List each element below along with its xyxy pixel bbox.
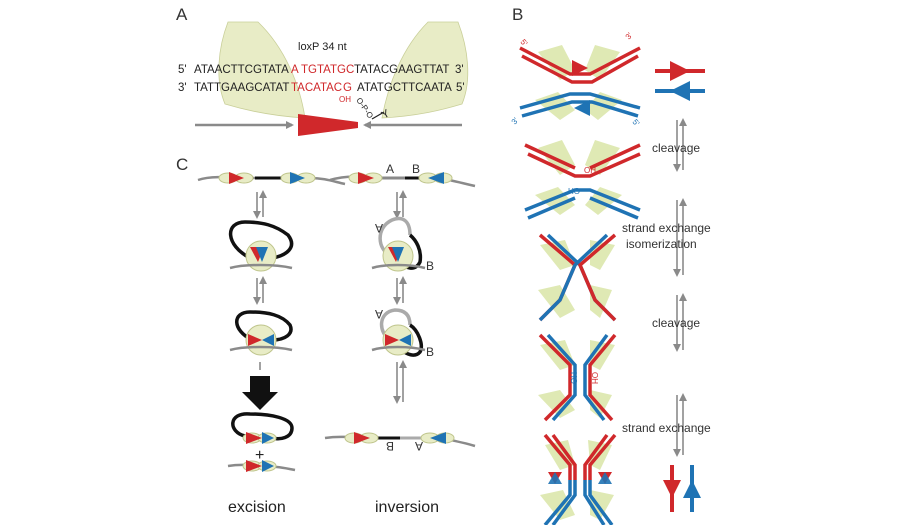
b-oh-1: OH [584,166,596,175]
panel-label-c: C [176,155,188,174]
seq-bottom-spacer-a: TACATAC [291,82,342,94]
seq-bottom-right: ATATGCTTCAATA [357,82,452,94]
b-label-5prime-2: 5' [630,118,641,129]
inversion-label-b-1: B [412,162,420,176]
recombinase-lobe-right [381,21,469,119]
b-state-5 [540,433,617,525]
inversion-product [324,432,476,448]
b-ho-2: HO [569,372,578,384]
b-step-3: isomerization [626,237,697,251]
b-label-3prime-2: 3' [510,116,521,127]
seq-bottom-5: 5' [456,82,465,94]
panel-label-a: A [176,5,188,24]
excision-big-arrow [242,376,278,410]
seq-top-spacer: A TGTATGC [291,64,354,76]
plus-sign: + [255,447,264,464]
inversion-label-b-2: B [426,259,434,273]
excision-products [227,412,296,472]
seq-top-3: 3' [455,64,464,76]
b-step-4: cleavage [652,316,700,330]
inversion-label-b-3: B [426,345,434,359]
b-step-5: strand exchange [622,421,711,435]
inversion-label-a-4: A [415,439,423,453]
inversion-synapse-2 [371,308,426,357]
b-state-4 [538,333,617,422]
b-ho-1: HO [568,187,580,196]
b-state-3 [538,233,617,322]
b-label-5prime-1: 5' [518,38,529,49]
inversion-caption: inversion [375,499,439,516]
seq-top-right: TATACGAAGTTAT [354,64,449,76]
b-legend-exchanged [663,465,701,512]
inversion-label-a-3: A [375,307,383,321]
inversion-substrate [329,172,476,188]
b-oh-2: OH [590,372,599,384]
oh-label: OH [339,95,351,104]
b-label-3prime-1: 3' [624,31,635,42]
excision-synapse-1 [228,220,294,272]
seq-bottom-3: 3' [178,82,187,94]
excision-synapse-2 [229,310,293,356]
inversion-label-a-1: A [386,162,394,176]
panel-label-b: B [512,5,523,24]
seq-top-left: ATAACTTCGTATA [194,64,289,76]
phosphate-label: O-P-O [354,96,375,120]
seq-bottom-spacer-b: G [343,82,352,94]
b-state-2 [524,140,641,220]
b-step-2: strand exchange [622,221,711,235]
recombinase-lobe-left [218,21,306,119]
tyrosine-bond [371,111,385,120]
b-step-1: cleavage [652,141,700,155]
excision-caption: excision [228,499,286,516]
b-legend-parallel [655,61,705,101]
inversion-label-b-4: B [386,439,394,453]
loxp-title: loxP 34 nt [298,41,347,53]
inversion-synapse-1 [371,216,426,272]
seq-top-5: 5' [178,64,187,76]
spacer-wedge [298,114,358,136]
seq-bottom-left: TATTGAAGCATAT [194,82,289,94]
excision-substrate [197,172,346,186]
inversion-label-a-2: A [375,221,383,235]
b-state-1 [519,45,641,120]
